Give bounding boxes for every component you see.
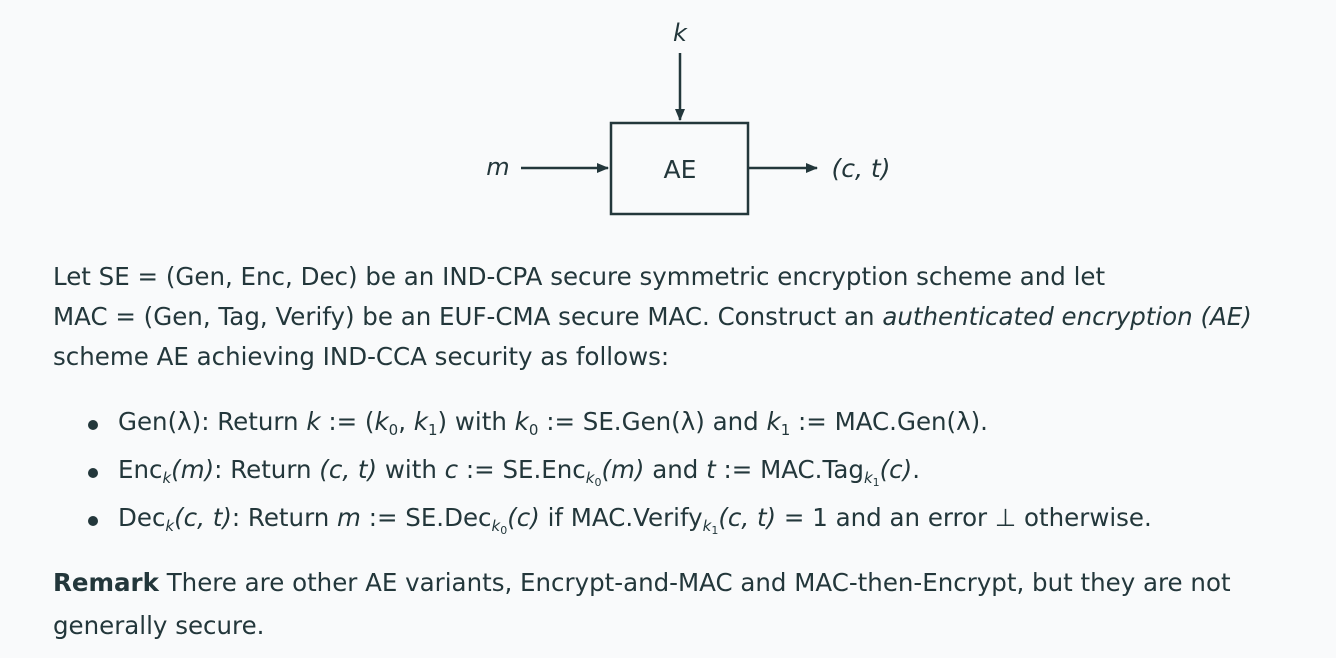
dec-sub2-k: k (491, 517, 501, 535)
ae-diagram: k AE m (c, t) (486, 19, 891, 216)
gen-rest1: ) with (437, 407, 515, 436)
ae-box-label: AE (664, 155, 697, 184)
gen-k0: k (374, 407, 389, 436)
dec-sub3-sub: 1 (711, 524, 719, 537)
list-item-dec: Deck(c, t): Return m := SE.Deck0(c) if M… (88, 497, 1152, 545)
key-label: k (673, 19, 688, 47)
enc-end: . (912, 455, 921, 484)
ae-term: authenticated encryption (AE) (882, 302, 1252, 331)
remark-label: Remark (53, 568, 159, 597)
enc-head: Enc (118, 455, 163, 484)
intro-line-3: scheme AE achieving IND-CCA security as … (53, 342, 670, 371)
gen-k0b: k (514, 407, 529, 436)
dec-arg2: (c) (507, 503, 540, 532)
input-label: m (486, 153, 509, 181)
enc-text2: with (377, 455, 445, 484)
dec-text3: if MAC.Verify (539, 503, 703, 532)
intro-line-1: Let SE = (Gen, Enc, Dec) be an IND-CPA s… (53, 262, 1106, 291)
list-item-enc: Enck(m): Return (c, t) with c := SE.Enck… (88, 449, 1152, 497)
enc-sub3-k: k (863, 469, 873, 487)
gen-k0b-sub: 0 (528, 421, 539, 439)
gen-k1b-sub: 1 (780, 421, 791, 439)
enc-sub3-sub: 1 (872, 476, 880, 489)
intro-line-2: MAC = (Gen, Tag, Verify) be an EUF-CMA s… (53, 297, 1333, 337)
gen-k1-sub: 1 (428, 421, 438, 439)
enc-text4: and (644, 455, 707, 484)
enc-sub2-k: k (585, 469, 595, 487)
remark-paragraph: Remark There are other AE variants, Encr… (53, 561, 1333, 647)
dec-arg3: (c, t) (718, 503, 777, 532)
enc-text5: := MAC.Tag (715, 455, 864, 484)
output-label: (c, t) (832, 154, 891, 183)
enc-arg2: (m) (601, 455, 645, 484)
gen-k0-sub: 0 (388, 421, 399, 439)
dec-sub3: k1 (702, 517, 719, 537)
dec-text2: := SE.Dec (360, 503, 492, 532)
dec-sub2: k0 (491, 517, 508, 537)
enc-text1: : Return (214, 455, 320, 484)
dec-text1: : Return (231, 503, 338, 532)
enc-arg3: (c) (879, 455, 913, 484)
enc-ct: (c, t) (319, 455, 378, 484)
gen-assign: := ( (320, 407, 375, 436)
dec-text4: = 1 and an error ⊥ otherwise. (776, 503, 1152, 532)
gen-rest3: := MAC.Gen(λ). (790, 407, 988, 436)
dec-sub3-k: k (702, 517, 712, 535)
enc-text3: := SE.Enc (458, 455, 586, 484)
intro-paragraph: Let SE = (Gen, Enc, Dec) be an IND-CPA s… (53, 257, 1333, 377)
dec-head: Dec (118, 503, 166, 532)
remark-text: There are other AE variants, Encrypt-and… (53, 568, 1231, 640)
gen-k1: k (413, 407, 428, 436)
algorithm-list: Gen(λ): Return k := (k0, k1) with k0 := … (88, 401, 1152, 545)
dec-m: m (337, 503, 361, 532)
enc-sub: k (162, 469, 172, 487)
enc-c: c (444, 455, 459, 484)
gen-k1b: k (766, 407, 781, 436)
enc-sub2-sub: 0 (594, 476, 602, 489)
dec-arg: (c, t) (174, 503, 232, 532)
dec-sub: k (165, 517, 175, 535)
enc-arg: (m) (171, 455, 215, 484)
dec-sub2-sub: 0 (500, 524, 508, 537)
enc-sub3: k1 (863, 469, 880, 489)
gen-comma: , (398, 407, 414, 436)
gen-k: k (306, 407, 321, 436)
enc-t: t (706, 455, 716, 484)
intro-line-2-text: MAC = (Gen, Tag, Verify) be an EUF-CMA s… (53, 302, 883, 331)
list-item-gen: Gen(λ): Return k := (k0, k1) with k0 := … (88, 401, 1152, 449)
enc-sub2: k0 (585, 469, 602, 489)
gen-rest2: := SE.Gen(λ) and (538, 407, 767, 436)
gen-head: Gen(λ): Return (118, 407, 307, 436)
